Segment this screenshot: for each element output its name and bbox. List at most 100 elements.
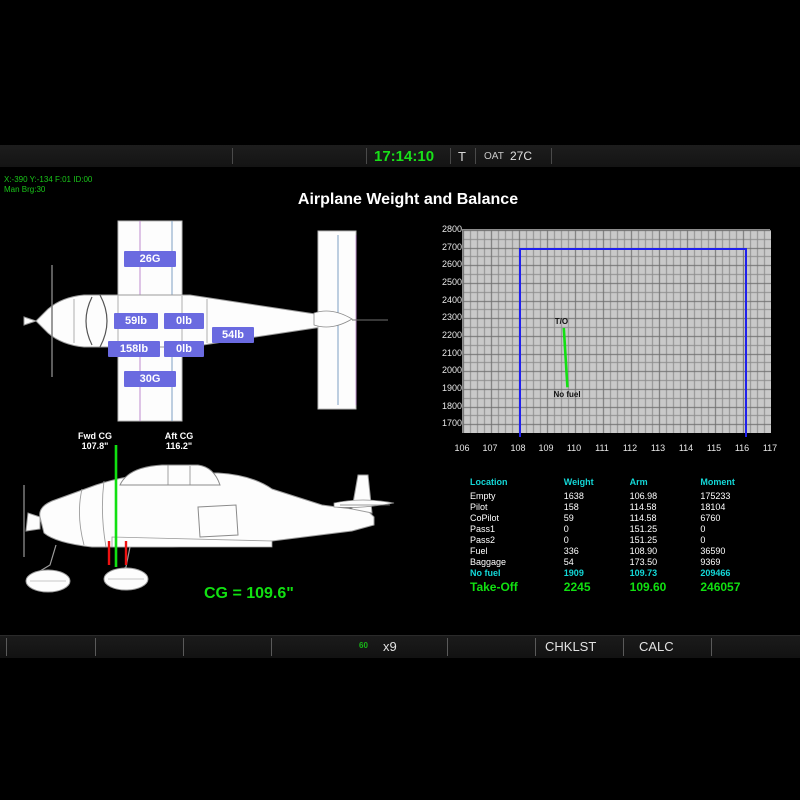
cell-location: Baggage — [470, 556, 507, 567]
cell-arm: 173.50 — [629, 556, 658, 567]
header-moment: Moment — [700, 477, 735, 487]
bottombar-divider — [623, 638, 624, 656]
bottombar-divider — [447, 638, 448, 656]
chart-y-tick: 2800 — [441, 224, 462, 234]
avionics-screen: 17:14:10 T OAT 27C X:-390 Y:-134 F:01 ID… — [0, 145, 800, 658]
tag-pilot-seat: 59lb — [114, 313, 158, 329]
cell-weight: 1638 — [563, 490, 584, 501]
bottombar-divider — [183, 638, 184, 656]
bottombar-divider — [711, 638, 712, 656]
chart-x-tick: 107 — [482, 443, 498, 453]
oat-value: 27C — [510, 149, 533, 163]
cell-weight: 2245 — [563, 580, 591, 594]
aft-cg-label-text: Aft CG — [164, 431, 194, 441]
loading-trend-line — [562, 327, 569, 388]
cell-location: Fuel — [470, 545, 488, 556]
clock-display: 17:14:10 — [374, 148, 435, 165]
cell-arm: 151.25 — [629, 534, 658, 545]
cell-moment: 209466 — [700, 567, 731, 578]
cell-location: Pass2 — [470, 534, 496, 545]
fwd-cg-value: 107.8" — [81, 441, 109, 451]
cell-location: Pilot — [470, 501, 488, 512]
chart-x-tick: 116 — [734, 443, 750, 453]
tag-pass1-seat: 158lb — [108, 341, 160, 357]
tag-baggage-area: 54lb — [212, 327, 254, 343]
takeoff-annotation: T/O — [554, 316, 569, 326]
top-status-bar: 17:14:10 T OAT 27C — [0, 145, 800, 168]
chart-x-tick: 113 — [650, 443, 666, 453]
fwd-cg-label-text: Fwd CG — [78, 431, 112, 441]
topbar-divider — [475, 148, 476, 164]
chart-x-tick: 112 — [622, 443, 638, 453]
chart-y-tick: 2000 — [441, 365, 462, 376]
cg-envelope-boundary — [519, 247, 747, 437]
oat-label: OAT — [484, 151, 504, 162]
cell-location: Pass1 — [470, 523, 496, 534]
cell-arm: 114.58 — [629, 501, 657, 512]
cell-weight: 54 — [563, 556, 574, 567]
cell-location: Empty — [470, 490, 496, 501]
table-row: Take-Off 2245 109.60 246057 — [470, 578, 740, 595]
cell-arm: 108.90 — [629, 545, 658, 556]
calc-button[interactable]: CALC — [639, 639, 674, 654]
cell-location: No fuel — [470, 567, 501, 578]
cell-weight: 0 — [563, 523, 569, 534]
chart-x-tick: 114 — [678, 443, 694, 453]
chart-x-tick: 115 — [706, 443, 722, 453]
page-title: Airplane Weight and Balance — [0, 191, 800, 209]
chart-y-tick: 2500 — [441, 276, 462, 287]
aircraft-top-view: 26G 59lb 0lb 158lb 0lb 54lb 30G — [22, 213, 412, 429]
bottombar-divider — [6, 638, 7, 656]
zoom-level-label: x9 — [383, 639, 397, 654]
chart-y-tick: 1700 — [441, 418, 462, 429]
cell-location: Take-Off — [470, 580, 518, 594]
header-weight: Weight — [563, 477, 594, 487]
chart-x-tick: 106 — [454, 443, 470, 453]
header-location: Location — [470, 477, 508, 487]
cell-moment: 9369 — [700, 556, 721, 567]
chart-y-tick: 2400 — [441, 294, 462, 305]
cell-arm: 109.60 — [629, 580, 667, 594]
topbar-divider — [366, 148, 367, 164]
bottombar-divider — [535, 638, 536, 656]
cell-arm: 151.25 — [629, 523, 658, 534]
chart-y-tick: 1800 — [441, 400, 462, 411]
chart-y-tick: 2100 — [441, 347, 462, 358]
overlay-status-line1: X:-390 Y:-134 F:01 ID:00 — [4, 175, 93, 184]
header-arm: Arm — [629, 477, 648, 487]
time-mode-flag: T — [458, 149, 466, 164]
chart-y-tick: 2600 — [441, 259, 462, 270]
chart-y-tick: 2300 — [441, 312, 462, 323]
range-value-small: 60 — [359, 641, 368, 650]
overlay-status-line2: Man Brg:30 — [4, 185, 46, 194]
chart-x-tick: 109 — [538, 443, 554, 453]
cell-moment: 18104 — [700, 501, 726, 512]
checklist-button[interactable]: CHKLST — [545, 639, 597, 654]
bottombar-divider — [271, 638, 272, 656]
tag-copilot-seat: 0lb — [164, 313, 204, 329]
chart-y-tick: 2700 — [441, 241, 462, 252]
cell-moment: 0 — [700, 534, 706, 545]
chart-x-tick: 108 — [510, 443, 526, 453]
chart-y-tick: 1900 — [441, 382, 462, 393]
cell-moment: 6760 — [700, 512, 721, 523]
page-title-text: Airplane Weight and Balance — [297, 191, 519, 208]
cell-moment: 175233 — [700, 490, 731, 501]
cell-moment: 246057 — [700, 580, 741, 594]
tag-pass2-seat: 0lb — [164, 341, 204, 357]
table-header-row: Location Weight Arm Moment — [470, 477, 740, 490]
topbar-divider — [551, 148, 552, 164]
tag-right-fuel-tank: 30G — [124, 371, 176, 387]
cell-weight: 1909 — [563, 567, 584, 578]
cell-weight: 59 — [563, 512, 574, 523]
chart-plot-area: T/O No fuel — [462, 229, 771, 437]
